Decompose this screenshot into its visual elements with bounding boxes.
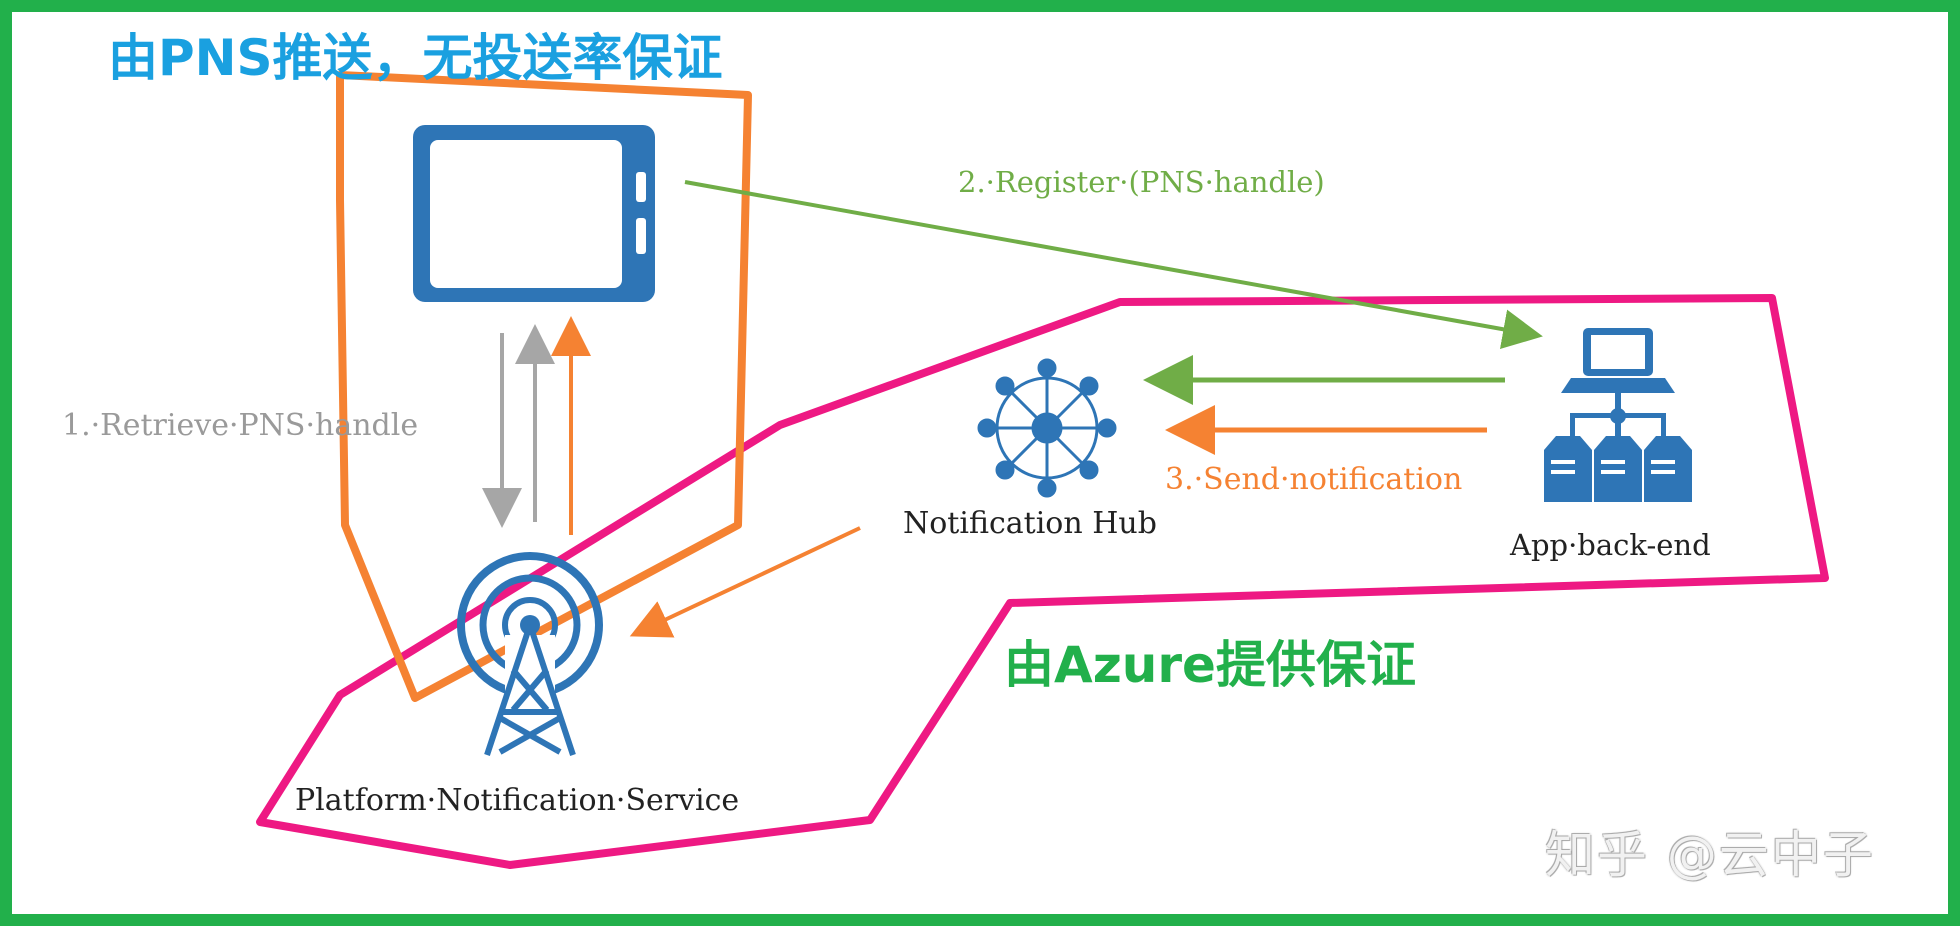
step-register-label: 2.·Register·(PNS·handle)	[958, 165, 1325, 199]
step-send-label: 3.·Send·notification	[1165, 462, 1463, 497]
radio-tower-icon	[457, 552, 603, 775]
pns-label: Platform·Notification·Service	[295, 783, 740, 818]
hub-network-icon	[977, 358, 1117, 498]
pns-guarantee-title: 由PNS推送，无投送率保证	[108, 29, 723, 87]
arrow-register	[684, 180, 1543, 350]
notification-hub-label: Notification Hub	[903, 506, 1157, 541]
step-retrieve-label: 1.·Retrieve·PNS·handle	[62, 408, 419, 443]
azure-guarantee-title: 由Azure提供保证	[1004, 636, 1416, 694]
azure-region-outline	[256, 294, 1829, 869]
app-backend-label: App·back-end	[1510, 528, 1711, 562]
pns-region-outline	[336, 71, 752, 702]
tablet-icon	[413, 125, 655, 302]
arrow-hub-to-pns	[629, 526, 861, 638]
zhihu-watermark: 知乎 @云中子	[1545, 826, 1875, 884]
server-cluster-icon	[1544, 328, 1692, 502]
